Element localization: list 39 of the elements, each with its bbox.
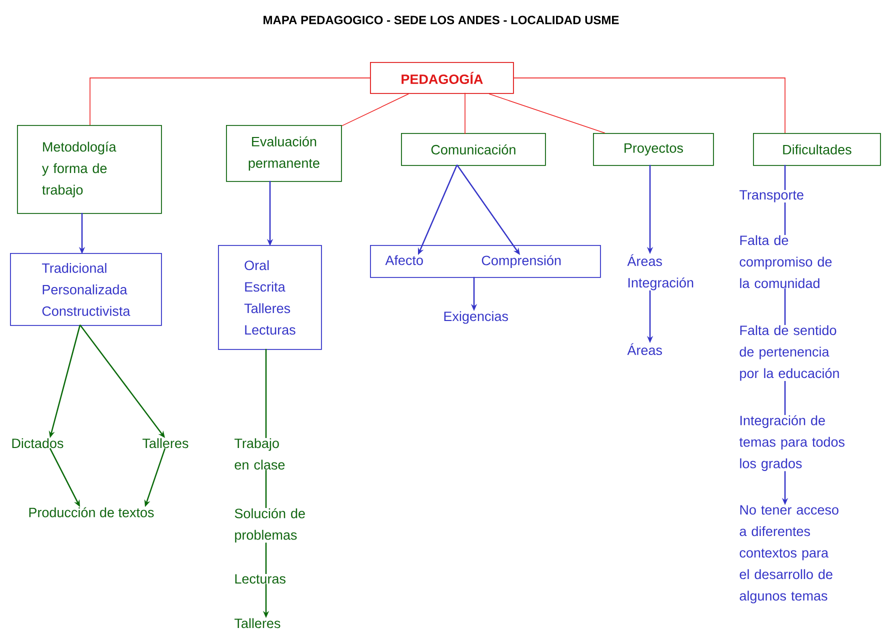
title: MAPA PEDAGOGICO - SEDE LOS ANDES - LOCALIDAD USME xyxy=(264,16,619,24)
root-box: PEDAGOGÍA xyxy=(370,62,514,94)
connector-line xyxy=(90,78,370,126)
item-text: Afecto xyxy=(385,255,423,266)
item-list: Áreas Integración xyxy=(627,254,694,290)
group-box xyxy=(370,245,601,278)
connector-line xyxy=(265,348,267,438)
connector-line xyxy=(265,470,267,508)
item-text: Transporte xyxy=(740,190,804,202)
item-text: Dictados xyxy=(12,438,64,448)
item-text: Talleres xyxy=(142,438,188,448)
list-box: Tradicional Personalizada Constructivista xyxy=(10,253,162,326)
item-text: Falta de sentido de pertenencia por la educación xyxy=(740,325,839,381)
connector-line xyxy=(514,78,786,134)
item-text: Falta de compromiso de la comunidad xyxy=(740,235,832,288)
connector-line xyxy=(464,92,466,134)
topic-box: Comunicación xyxy=(401,133,546,166)
item-text: Trabajo en clase xyxy=(234,438,285,470)
item-text: Exigencias xyxy=(444,311,508,324)
topic-box: Dificultades xyxy=(753,133,881,166)
connector-line xyxy=(784,288,786,325)
connector-line xyxy=(784,164,786,190)
topic-box: Metodología y forma de trabajo xyxy=(17,125,162,214)
list-box: Oral Escrita Talleres Lecturas xyxy=(218,245,322,350)
connector-line xyxy=(488,94,606,134)
topic-box: Evaluación permanente xyxy=(226,125,342,182)
connector-line xyxy=(784,381,786,415)
item-text: Talleres xyxy=(234,618,280,628)
connector-line xyxy=(265,542,267,574)
item-text: No tener acceso a diferentes contextos para el desarrollo de algunos temas xyxy=(740,505,838,604)
topic-box: Proyectos xyxy=(593,133,714,166)
connector-line xyxy=(784,202,786,235)
item-text: Áreas xyxy=(627,343,662,356)
connector-line xyxy=(342,94,410,126)
item-text: Integración de temas para todos los grados xyxy=(739,415,844,471)
item-text: Producción de textos xyxy=(29,507,154,518)
item-text: Lecturas xyxy=(235,574,286,584)
item-text: Solución de problemas xyxy=(234,508,305,542)
item-text: Comprensión xyxy=(482,255,561,268)
